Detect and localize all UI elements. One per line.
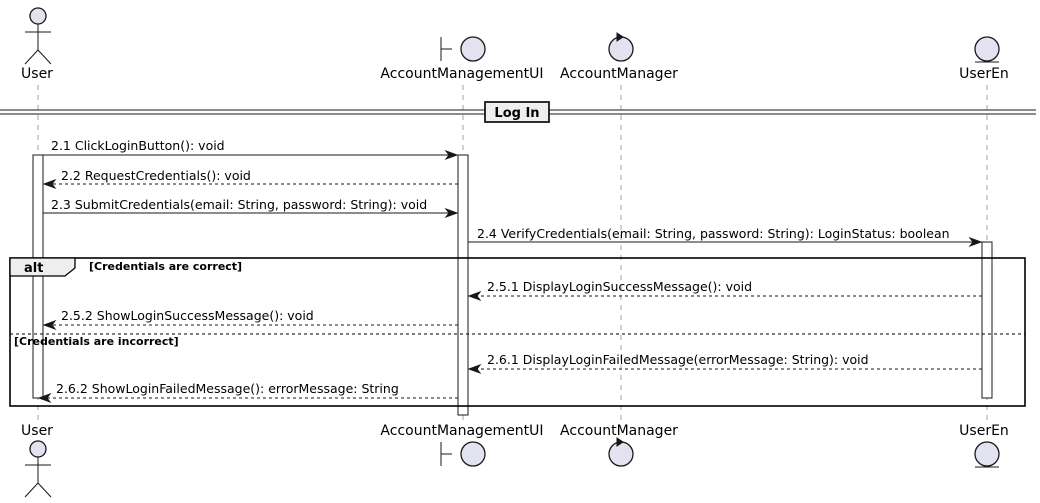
- message-label: 2.3 SubmitCredentials(email: String, pas…: [51, 197, 427, 212]
- message-label: 2.1 ClickLoginButton(): void: [51, 138, 225, 153]
- alt-guard-1: [Credentials are correct]: [89, 260, 242, 273]
- boundary-icon-bottom: [440, 441, 486, 467]
- boundary-icon-top: [440, 36, 486, 62]
- message-2-6-2: 2.6.2 ShowLoginFailedMessage(): errorMes…: [37, 381, 458, 404]
- entity-icon-bottom: [974, 441, 1000, 468]
- message-2-5-1: 2.5.1 DisplayLoginSuccessMessage(): void: [467, 279, 982, 302]
- message-label: 2.5.1 DisplayLoginSuccessMessage(): void: [487, 279, 752, 294]
- message-label: 2.6.1 DisplayLoginFailedMessage(errorMes…: [487, 352, 869, 367]
- participant-label-user-top: User: [21, 66, 53, 82]
- participant-label-user-en-bottom: UserEn: [959, 423, 1009, 439]
- alt-keyword: alt: [24, 261, 43, 276]
- participant-label-user-en-top: UserEn: [959, 66, 1009, 82]
- actor-user-icon-bottom: [24, 440, 52, 498]
- participant-label-account-management-ui-bottom: AccountManagementUI: [380, 423, 543, 439]
- control-icon-bottom: [608, 437, 634, 467]
- divider-title: Log In: [494, 106, 539, 121]
- message-label: 2.5.2 ShowLoginSuccessMessage(): void: [61, 308, 314, 323]
- message-2-2: 2.2 RequestCredentials(): void: [42, 168, 458, 190]
- activation-user-en: [981, 241, 993, 399]
- entity-icon-top: [974, 36, 1000, 63]
- alt-fragment: alt [Credentials are correct] [Credentia…: [9, 257, 1026, 407]
- actor-user-icon-top: [24, 7, 52, 65]
- message-label: 2.6.2 ShowLoginFailedMessage(): errorMes…: [56, 381, 399, 396]
- participant-label-account-manager-top: AccountManager: [560, 66, 678, 82]
- message-2-3: 2.3 SubmitCredentials(email: String, pas…: [43, 197, 459, 219]
- message-2-4: 2.4 VerifyCredentials(email: String, pas…: [468, 226, 983, 248]
- message-2-1: 2.1 ClickLoginButton(): void: [43, 138, 459, 161]
- control-icon-top: [608, 32, 634, 62]
- message-2-5-2: 2.5.2 ShowLoginSuccessMessage(): void: [42, 308, 458, 331]
- activation-account-management-ui: [457, 154, 469, 416]
- alt-guard-2: [Credentials are incorrect]: [14, 335, 179, 348]
- participant-label-user-bottom: User: [21, 423, 53, 439]
- participant-label-account-management-ui-top: AccountManagementUI: [380, 66, 543, 82]
- message-label: 2.2 RequestCredentials(): void: [61, 168, 251, 183]
- participant-label-account-manager-bottom: AccountManager: [560, 423, 678, 439]
- message-2-6-1: 2.6.1 DisplayLoginFailedMessage(errorMes…: [467, 352, 982, 375]
- divider: Log In: [0, 101, 1036, 123]
- message-label: 2.4 VerifyCredentials(email: String, pas…: [477, 226, 950, 241]
